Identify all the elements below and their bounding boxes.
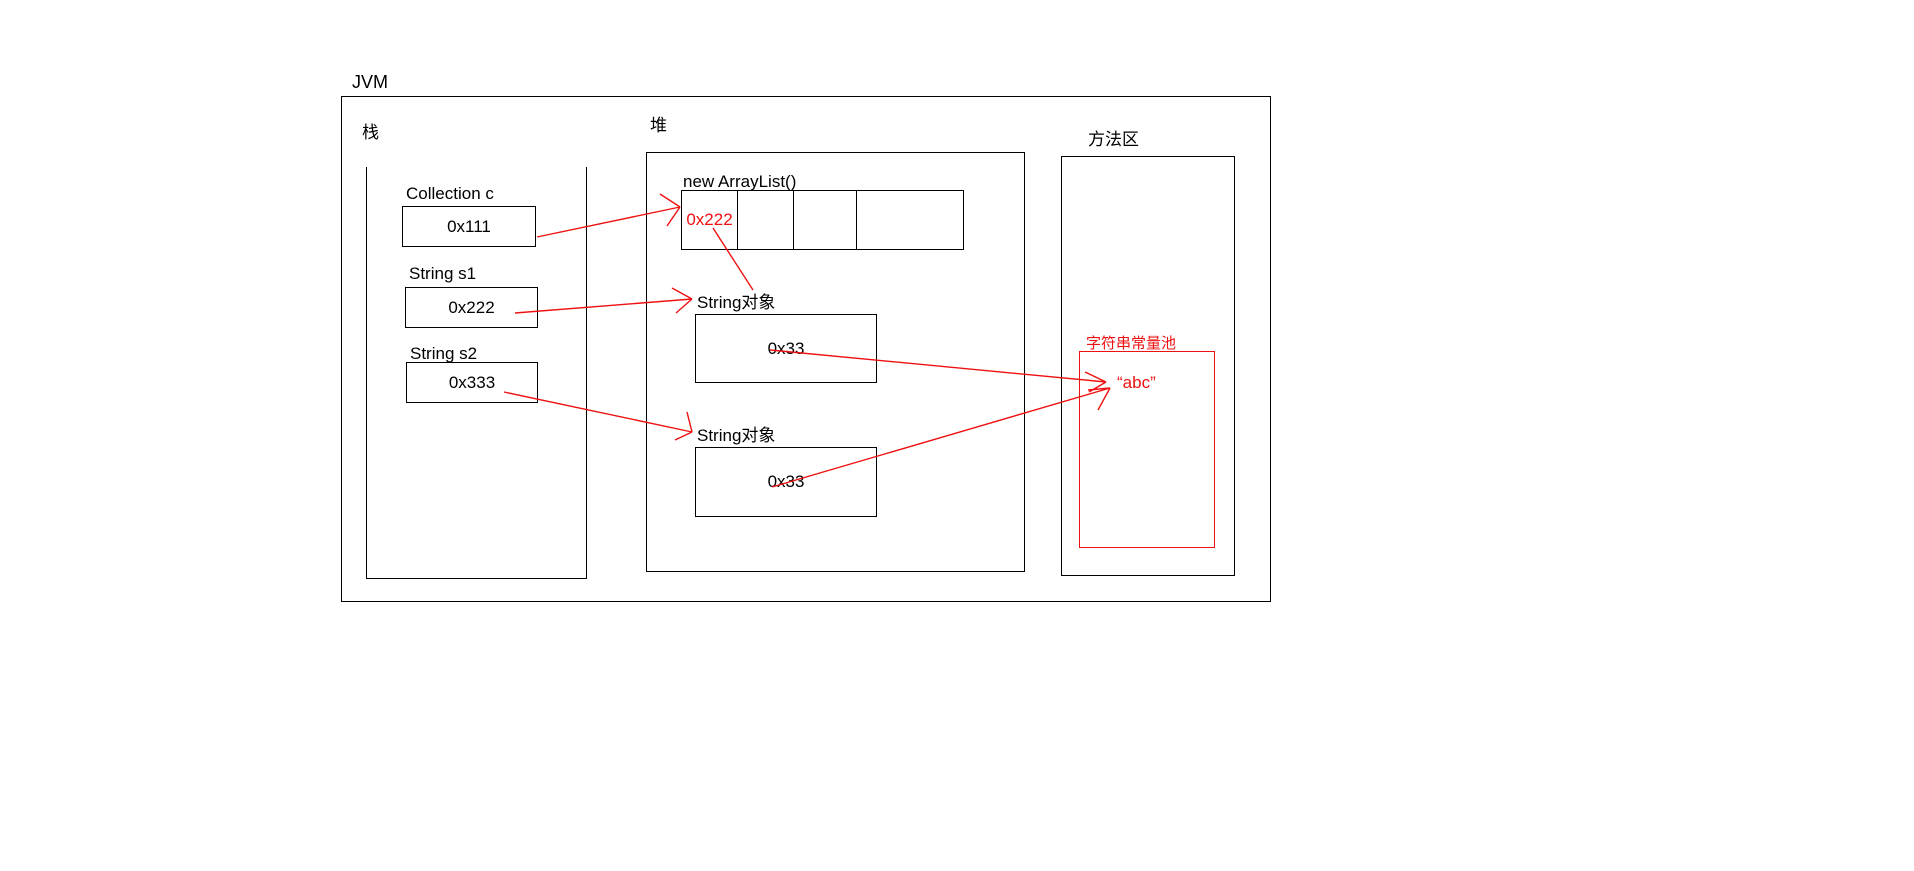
heap-object-value-string-2: 0x33 [695, 447, 877, 517]
string-constant-pool-label: 字符串常量池 [1086, 335, 1177, 352]
stack-frame-value-collection-c: 0x111 [402, 206, 536, 247]
arraylist-cell-0: 0x222 [681, 190, 738, 250]
arraylist-cell-1 [737, 190, 794, 250]
arraylist-cell-2 [793, 190, 857, 250]
string-pool-entry-abc: “abc” [1117, 373, 1156, 392]
jvm-outer-box [341, 96, 1271, 602]
arraylist-cell-3 [856, 190, 964, 250]
heap-object-label-arraylist: new ArrayList() [683, 172, 797, 191]
stack-rail-bottom [366, 578, 587, 579]
heap-object-label-string-1: String对象 [697, 293, 776, 312]
stack-rail-left [366, 167, 367, 579]
stack-rail-right [586, 167, 587, 579]
stack-frame-value-string-s1: 0x222 [405, 287, 538, 328]
stack-frame-label-collection-c: Collection c [406, 184, 494, 203]
jvm-title: JVM [352, 72, 388, 92]
method-area-region-label: 方法区 [1088, 130, 1139, 149]
heap-object-label-string-2: String对象 [697, 426, 776, 445]
stack-frame-value-string-s2: 0x333 [406, 362, 538, 403]
heap-region-label: 堆 [650, 116, 667, 135]
stack-frame-label-string-s2: String s2 [410, 344, 478, 363]
stack-frame-label-string-s1: String s1 [409, 264, 477, 283]
heap-object-value-string-1: 0x33 [695, 314, 877, 383]
stack-region-label: 栈 [362, 123, 379, 142]
